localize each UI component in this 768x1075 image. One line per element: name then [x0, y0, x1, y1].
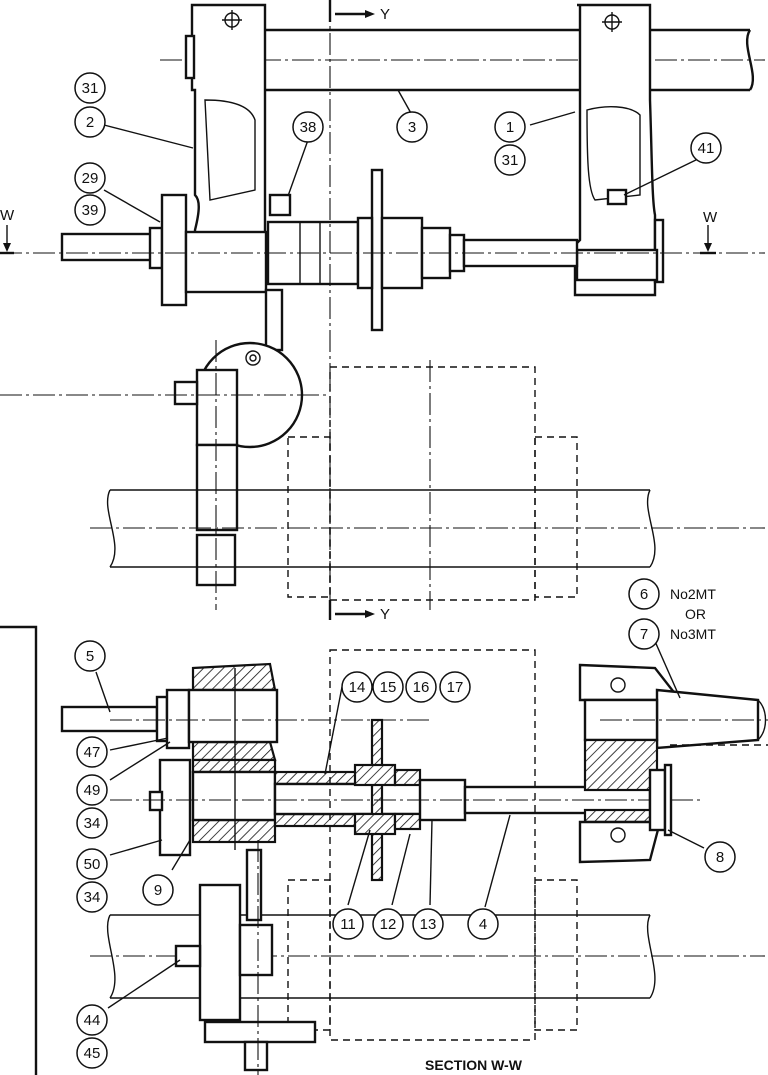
callout-15: 15	[372, 671, 404, 703]
callout-9: 9	[142, 874, 174, 906]
callout-5: 5	[74, 640, 106, 672]
callout-7: 7	[628, 618, 660, 650]
callout-1: 1	[494, 111, 526, 143]
callout-44: 44	[76, 1004, 108, 1036]
section-line-w	[0, 225, 716, 255]
workpiece-outline	[90, 360, 765, 610]
svg-text:11: 11	[340, 916, 356, 933]
svg-text:13: 13	[420, 916, 437, 933]
section-title: SECTION W-W	[425, 1057, 523, 1073]
callout-38: 38	[292, 111, 324, 143]
svg-text:9: 9	[154, 882, 162, 899]
svg-text:12: 12	[380, 916, 397, 933]
clamp-mechanism	[0, 288, 330, 610]
callout-49: 49	[76, 774, 108, 806]
leader-lines	[95, 89, 705, 1009]
callout-29: 29	[74, 162, 106, 194]
svg-text:49: 49	[84, 782, 101, 799]
callout-8: 8	[704, 841, 736, 873]
callout-50: 50	[76, 848, 108, 880]
svg-text:29: 29	[82, 170, 99, 187]
callout-39: 39	[74, 194, 106, 226]
callout-2: 2	[74, 106, 106, 138]
callout-6: 6	[628, 578, 660, 610]
svg-text:17: 17	[447, 679, 464, 696]
svg-text:38: 38	[300, 119, 317, 136]
svg-text:14: 14	[349, 679, 366, 696]
callout-45: 45	[76, 1037, 108, 1069]
svg-text:2: 2	[86, 114, 94, 131]
section-marker-y-bottom: Y	[380, 606, 390, 623]
svg-text:4: 4	[479, 916, 487, 933]
callout-16: 16	[405, 671, 437, 703]
section-marker-w-left: W	[0, 207, 15, 224]
svg-text:1: 1	[506, 119, 514, 136]
callout-31a: 31	[74, 72, 106, 104]
shaft-assembly	[0, 168, 765, 332]
callout-11: 11	[332, 908, 364, 940]
callout-34b: 34	[76, 881, 108, 913]
callouts: 31 2 29 39 38 3 1 31 41 6 7 5 14 15 16 1…	[74, 72, 736, 1069]
right-bracket	[573, 3, 665, 297]
left-bracket	[184, 3, 267, 292]
callout-41: 41	[690, 132, 722, 164]
svg-text:34: 34	[84, 889, 101, 906]
callout-4: 4	[467, 908, 499, 940]
text-labels: Y Y W W No2MT OR No3MT SECTION W-W	[0, 6, 718, 1073]
svg-text:31: 31	[502, 152, 519, 169]
svg-text:47: 47	[84, 744, 101, 761]
section-lower-clamp	[174, 840, 317, 1075]
headstock-clamp	[578, 663, 768, 864]
taper-note-line3: No3MT	[670, 626, 716, 642]
svg-text:45: 45	[84, 1045, 101, 1062]
taper-note-line1: No2MT	[670, 586, 716, 602]
section-marker-y-top: Y	[380, 6, 390, 23]
callout-31b: 31	[494, 144, 526, 176]
callout-34a: 34	[76, 807, 108, 839]
svg-text:15: 15	[380, 679, 397, 696]
callout-17: 17	[439, 671, 471, 703]
svg-text:39: 39	[82, 202, 99, 219]
svg-text:34: 34	[84, 815, 101, 832]
svg-text:31: 31	[82, 80, 99, 97]
callout-14: 14	[341, 671, 373, 703]
section-line-y	[328, 0, 375, 620]
svg-text:7: 7	[640, 626, 648, 643]
plan-view	[0, 0, 765, 620]
svg-text:5: 5	[86, 648, 94, 665]
svg-text:44: 44	[84, 1012, 101, 1029]
section-marker-w-right: W	[703, 209, 718, 226]
callout-12: 12	[372, 908, 404, 940]
svg-text:50: 50	[84, 856, 101, 873]
svg-text:8: 8	[716, 849, 724, 866]
section-shaft	[110, 718, 700, 882]
svg-text:16: 16	[413, 679, 430, 696]
callout-3: 3	[396, 111, 428, 143]
svg-text:6: 6	[640, 586, 648, 603]
section-view	[0, 625, 768, 1075]
svg-text:3: 3	[408, 119, 416, 136]
taper-note-line2: OR	[685, 606, 706, 622]
callout-13: 13	[412, 908, 444, 940]
svg-text:41: 41	[698, 140, 715, 157]
callout-47: 47	[76, 736, 108, 768]
